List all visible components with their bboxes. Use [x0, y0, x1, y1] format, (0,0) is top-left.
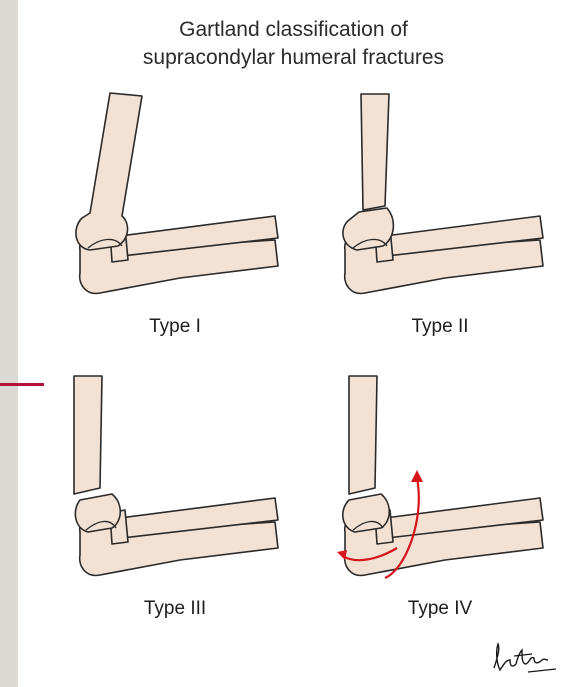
panel-type-1: Type I: [60, 88, 290, 358]
label-type-3: Type III: [60, 598, 290, 620]
panel-type-2: Type II: [325, 88, 555, 358]
elbow-type-2-illustration: [325, 88, 555, 318]
left-sidebar-strip: [0, 0, 18, 687]
flexion-arrow-head: [411, 470, 423, 482]
label-type-4: Type IV: [325, 598, 555, 620]
distal-humerus-fragment: [75, 494, 120, 532]
accent-bar: [0, 383, 44, 386]
humerus-bone: [361, 94, 389, 210]
label-type-2: Type II: [325, 316, 555, 338]
panel-type-3: Type III: [60, 370, 290, 640]
elbow-type-1-illustration: [60, 88, 290, 318]
label-type-1: Type I: [60, 316, 290, 338]
artist-signature: [488, 638, 558, 678]
elbow-type-3-illustration: [60, 370, 290, 600]
humerus-bone: [74, 376, 102, 494]
page-title: Gartland classification of supracondylar…: [18, 16, 569, 72]
panel-type-4: Type IV: [325, 370, 555, 640]
humerus-bone: [76, 93, 142, 250]
humerus-bone: [349, 376, 377, 494]
title-line-2: supracondylar humeral fractures: [18, 44, 569, 72]
title-line-1: Gartland classification of: [18, 16, 569, 44]
elbow-type-4-illustration: [325, 370, 555, 600]
